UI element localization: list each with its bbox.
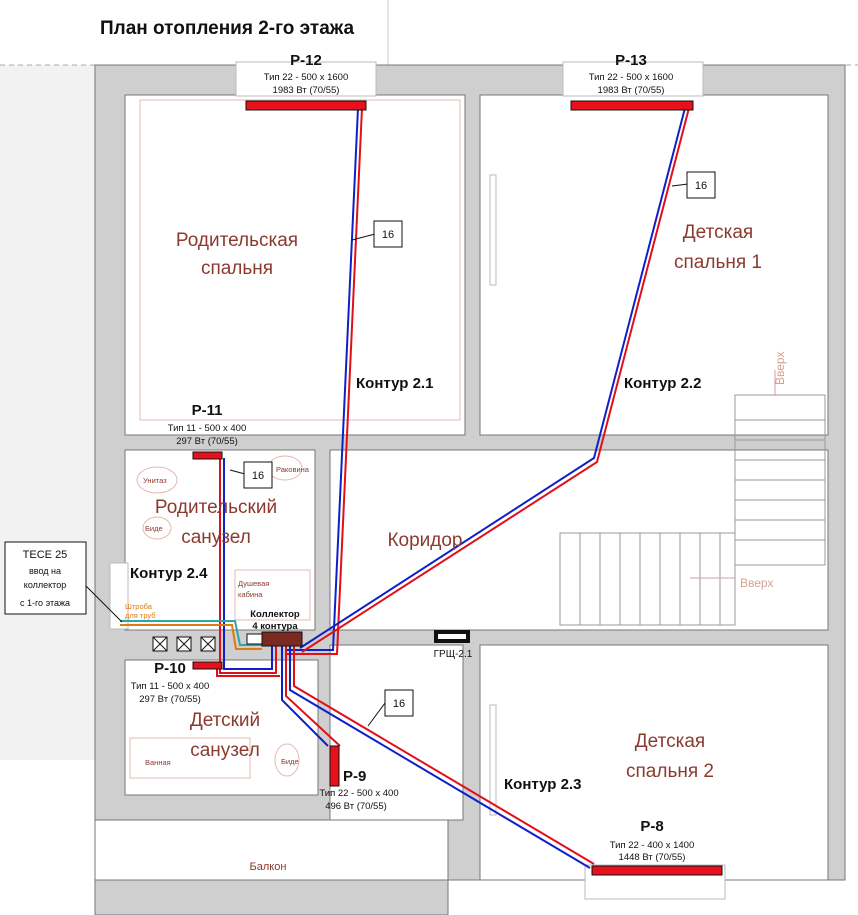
pipe-tag-2-4: 16 xyxy=(252,470,264,482)
room-balcony: Балкон xyxy=(250,861,287,873)
collector-line1: Коллектор xyxy=(250,609,300,620)
pipe-2-2-return xyxy=(299,107,686,649)
radiator-p8-type: Тип 22 - 400 x 1400 xyxy=(610,840,695,851)
room-parents-bath-line2: санузел xyxy=(181,527,251,548)
fixture-vanna: Ванная xyxy=(145,758,171,767)
pipe-tag-2-1: 16 xyxy=(382,229,394,241)
tag-leaders xyxy=(84,183,689,727)
shaft-wall-opening xyxy=(109,562,129,630)
radiator-p10-power: 297 Вт (70/55) xyxy=(139,694,201,705)
radiator-p10 xyxy=(192,661,223,670)
pipe-tag-2-3: 16 xyxy=(393,698,405,710)
radiator-p13 xyxy=(570,100,694,111)
grsch-label: ГРЩ-2.1 xyxy=(434,649,473,660)
room-corridor: Коридор xyxy=(387,530,462,551)
room-parents-bath-line1: Родительский xyxy=(155,497,277,518)
pipe-tag-2-2: 16 xyxy=(695,180,707,192)
radiator-p12-power: 1983 Вт (70/55) xyxy=(273,85,340,96)
fixture-rakovina: Раковина xyxy=(276,465,310,474)
tece-line1: TECE 25 xyxy=(23,549,68,561)
room-parents-bedroom-line1: Родительская xyxy=(176,230,298,251)
radiator-p11-type: Тип 11 - 500 x 400 xyxy=(168,423,247,434)
fixture-shower-line1: Душевая xyxy=(238,579,269,588)
pipe-2-1-supply xyxy=(287,107,363,655)
vent-boxes xyxy=(152,636,216,652)
pipe-2-1-return xyxy=(285,107,359,651)
radiator-p13-power: 1983 Вт (70/55) xyxy=(598,85,665,96)
shaft-line2: для труб xyxy=(125,611,156,620)
tece-line2: ввод на xyxy=(29,566,61,576)
radiator-p9-power: 496 Вт (70/55) xyxy=(325,801,387,812)
tece-line3: коллектор xyxy=(24,580,66,590)
tece-line4: с 1-го этажа xyxy=(20,598,70,608)
room-kids-bedroom1-line2: спальня 1 xyxy=(674,252,762,273)
radiator-p13-id: Р-13 xyxy=(615,52,647,69)
pipe-p9-supply xyxy=(285,646,341,747)
outer-area xyxy=(0,65,95,760)
collector xyxy=(246,631,303,647)
radiator-p9-id: Р-9 xyxy=(343,768,366,785)
shaft-line1: Штроба xyxy=(125,602,153,611)
stairs-up-horizontal: Вверх xyxy=(740,576,773,590)
circuit-2-1-label: Контур 2.1 xyxy=(356,375,433,392)
circuit-2-2-label: Контур 2.2 xyxy=(624,375,701,392)
circuit-2-3-label: Контур 2.3 xyxy=(504,776,581,793)
room-kids-bath-line2: санузел xyxy=(190,740,260,761)
radiator-p8-power: 1448 Вт (70/55) xyxy=(619,852,686,863)
radiator-p11 xyxy=(192,451,223,460)
radiator-p12-type: Тип 22 - 500 x 1600 xyxy=(264,72,349,83)
tece-pipe-2 xyxy=(120,624,262,650)
radiator-p11-id: Р-11 xyxy=(192,402,223,419)
pipe-2-2-supply xyxy=(301,107,690,653)
fixture-bide-1: Биде xyxy=(145,524,163,533)
pipe-2-3-return xyxy=(289,646,591,869)
radiators xyxy=(192,100,723,876)
pipe-2-3-supply xyxy=(293,646,595,865)
collector-line2: 4 контура xyxy=(252,621,298,632)
fixture-shower-line2: кабина xyxy=(238,590,263,599)
radiator-p12-id: Р-12 xyxy=(290,52,322,69)
pipes xyxy=(120,107,690,869)
room-kids-bedroom2-line1: Детская xyxy=(635,731,705,752)
window-top-right xyxy=(562,61,704,97)
tece-pipe-1 xyxy=(120,620,262,646)
room-kids-bedroom2-line2: спальня 2 xyxy=(626,761,714,782)
page-title: План отопления 2-го этажа xyxy=(100,18,354,39)
pipe-p9-return xyxy=(281,646,329,747)
fixture-bide-2: Биде xyxy=(281,757,299,766)
radiator-p12 xyxy=(245,100,367,111)
window-top-left xyxy=(235,61,377,97)
room-parents-bedroom-line2: спальня xyxy=(201,258,273,279)
pipe-2-4-return xyxy=(223,458,273,670)
stairs-up-vertical: Вверх xyxy=(773,352,787,385)
radiator-p8 xyxy=(591,865,723,876)
circuit-2-4-label: Контур 2.4 xyxy=(130,565,208,582)
room-kids-bedroom1-line1: Детская xyxy=(683,222,753,243)
room-kids-bath-line1: Детский xyxy=(190,710,260,731)
radiator-p13-type: Тип 22 - 500 x 1600 xyxy=(589,72,674,83)
radiator-p8-id: Р-8 xyxy=(640,818,663,835)
pipe-tag-boxes xyxy=(4,171,716,717)
radiator-p10-id: Р-10 xyxy=(154,660,186,677)
fixture-unitaz: Унитаз xyxy=(143,476,167,485)
stairs xyxy=(559,370,826,626)
radiator-p9-type: Тип 22 - 500 x 400 xyxy=(319,788,398,799)
radiator-p9 xyxy=(329,745,340,787)
grsch-inner xyxy=(438,634,466,639)
radiator-p11-power: 297 Вт (70/55) xyxy=(176,436,238,447)
pipe-2-4-supply xyxy=(219,455,277,674)
radiator-p10-type: Тип 11 - 500 x 400 xyxy=(131,681,210,692)
